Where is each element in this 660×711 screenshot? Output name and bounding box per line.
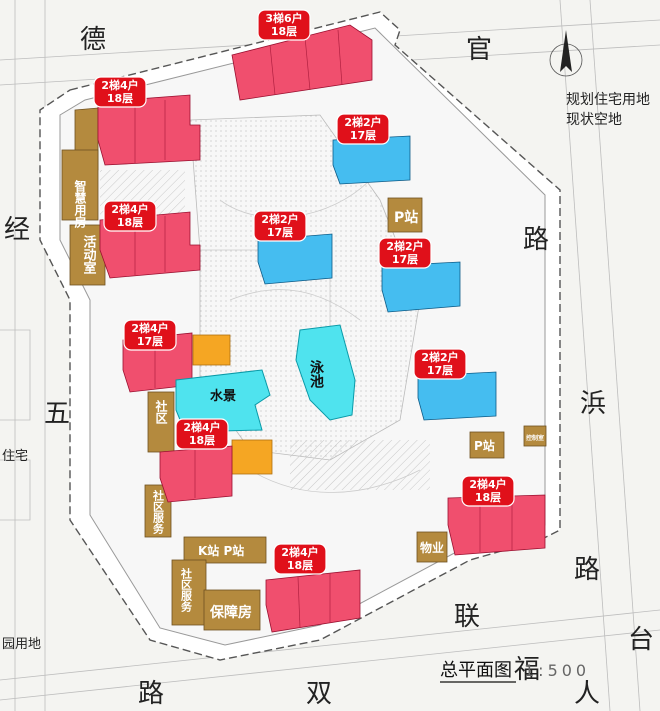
building-label-units: 2梯4户 bbox=[183, 420, 220, 434]
road-fu: 福 bbox=[514, 655, 540, 685]
road-shuang: 双 bbox=[306, 679, 332, 709]
facility-community-service: 社区服务 bbox=[152, 489, 166, 535]
left-edge-labels: 住宅 园用地 bbox=[2, 449, 41, 652]
water-feature-shape bbox=[175, 369, 271, 433]
planning-note-line1: 规划住宅用地 bbox=[566, 92, 650, 108]
building-label-badge bbox=[257, 9, 311, 41]
building-label-floors: 17层 bbox=[350, 129, 376, 142]
facility-property: 物业 bbox=[420, 540, 444, 555]
building-label-floors: 18层 bbox=[189, 434, 215, 447]
facility-activity: 活动室 bbox=[81, 234, 97, 275]
building-label-units: 2梯4户 bbox=[469, 477, 506, 491]
building-label-units: 3梯6户 bbox=[265, 11, 302, 25]
water-feature-label: 水景 bbox=[210, 388, 236, 404]
facility-texts: 智慧用房 活动室 社区 社区服务 K站 P站 社区服务 保障房 物业 P站 P站… bbox=[73, 179, 544, 621]
facility-smart-room: 智慧用房 bbox=[73, 179, 87, 229]
building-label-units: 2梯2户 bbox=[344, 115, 381, 129]
road-jing: 经 bbox=[4, 215, 30, 245]
left-label-residential: 住宅 bbox=[2, 449, 28, 464]
building-label-units: 2梯2户 bbox=[386, 239, 423, 253]
road-de: 德 bbox=[80, 25, 106, 55]
facility-blocks bbox=[61, 107, 547, 631]
facility-community-top: 社区 bbox=[154, 399, 168, 425]
building-label-badge bbox=[175, 418, 229, 450]
building-label-badge bbox=[378, 237, 432, 269]
drawing-title: 总平面图 bbox=[440, 660, 512, 681]
building-label-badge bbox=[273, 543, 327, 575]
drawing-scale: 1:500 bbox=[524, 661, 590, 680]
building-label-units: 2梯4户 bbox=[281, 545, 318, 559]
building-label-badge bbox=[336, 113, 390, 145]
facility-p-station-2: P站 bbox=[474, 438, 495, 453]
building-label-floors: 17层 bbox=[267, 226, 293, 239]
facility-kstation: K站 P站 bbox=[198, 543, 244, 558]
building-label-floors: 18层 bbox=[287, 559, 313, 572]
building-label-floors: 18层 bbox=[107, 92, 133, 105]
building-label-floors: 17层 bbox=[427, 364, 453, 377]
road-ren: 人 bbox=[574, 679, 600, 709]
building-label-badge bbox=[253, 210, 307, 242]
road-wu: 五 bbox=[44, 399, 70, 429]
planning-note-line2: 现状空地 bbox=[566, 112, 622, 128]
building-label-badge bbox=[413, 348, 467, 380]
building-label-badge bbox=[123, 319, 177, 351]
building-label-units: 2梯2户 bbox=[421, 350, 458, 364]
road-bin: 浜 bbox=[580, 389, 606, 419]
road-tai: 台 bbox=[628, 625, 654, 655]
north-arrow-icon bbox=[549, 30, 583, 77]
building-label-floors: 17层 bbox=[137, 335, 163, 348]
building-label-floors: 18层 bbox=[117, 216, 143, 229]
building-wing-lines bbox=[134, 29, 513, 629]
building-label-floors: 18层 bbox=[271, 25, 297, 38]
facility-community-service-2: 社区服务 bbox=[180, 567, 194, 613]
facility-control: 控制室 bbox=[526, 434, 544, 442]
planning-note: 规划住宅用地 现状空地 bbox=[566, 92, 650, 128]
facility-housing: 保障房 bbox=[209, 604, 252, 621]
hatched-lawn-2 bbox=[290, 440, 430, 490]
building-label-floors: 17层 bbox=[392, 253, 418, 266]
road-lu-left: 路 bbox=[138, 679, 164, 709]
mid-buildings bbox=[257, 135, 497, 421]
building-label-badge bbox=[93, 76, 147, 108]
building-label-units: 2梯4户 bbox=[101, 78, 138, 92]
road-lu-right: 路 bbox=[523, 225, 549, 255]
road-guan: 官 bbox=[466, 35, 492, 65]
building-label-badge bbox=[103, 200, 157, 232]
facility-p-station-1: P站 bbox=[394, 209, 418, 226]
pool-shape bbox=[295, 324, 356, 421]
drawing-title-block: 总平面图 1:500 bbox=[440, 660, 590, 683]
building-label-badge bbox=[461, 475, 515, 507]
building-label-units: 2梯2户 bbox=[261, 212, 298, 226]
building-label-units: 2梯4户 bbox=[111, 202, 148, 216]
road-names: 德 经 五 路 官 路 浜 路 联 福 人 台 双 bbox=[4, 25, 654, 709]
road-lian: 联 bbox=[454, 602, 480, 632]
orange-blocks bbox=[192, 334, 273, 475]
road-lu-br: 路 bbox=[574, 555, 600, 585]
left-label-park: 园用地 bbox=[2, 637, 41, 652]
building-label-floors: 18层 bbox=[475, 491, 501, 504]
pool-label: 泳池 bbox=[308, 359, 324, 389]
building-label-units: 2梯4户 bbox=[131, 321, 168, 335]
